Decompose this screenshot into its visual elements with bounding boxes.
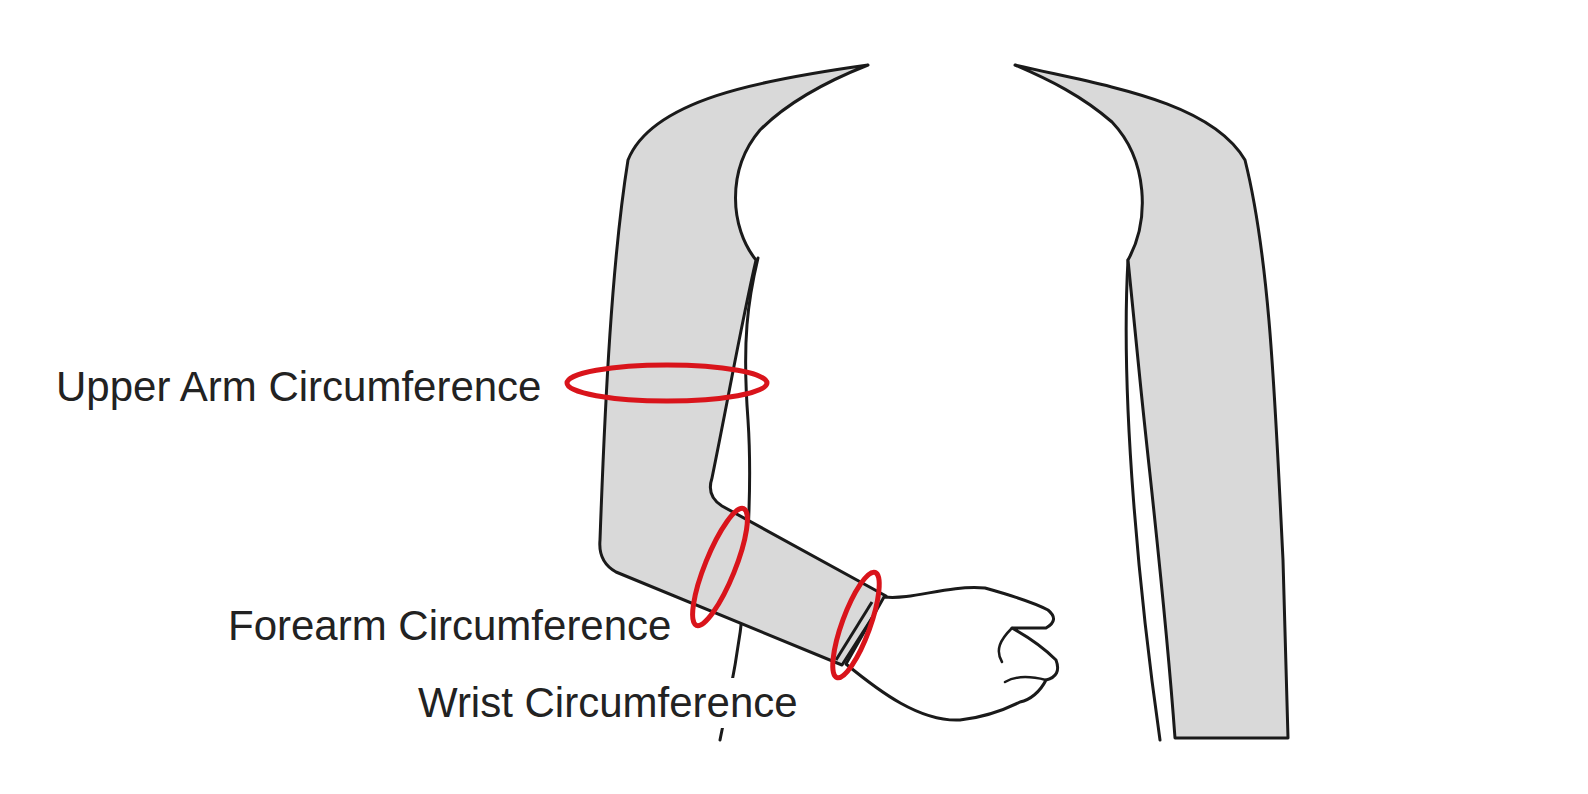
wrist-ring xyxy=(824,568,889,683)
measurement-label: Forearm Circumference xyxy=(225,601,674,651)
hand-crease xyxy=(999,628,1046,682)
forearm-ring xyxy=(682,503,757,631)
measurement-label: Upper Arm Circumference xyxy=(53,362,544,412)
measurement-label: Wrist Circumference xyxy=(415,678,801,728)
upper-arm-ring xyxy=(567,365,767,401)
right-arm xyxy=(1015,65,1288,738)
